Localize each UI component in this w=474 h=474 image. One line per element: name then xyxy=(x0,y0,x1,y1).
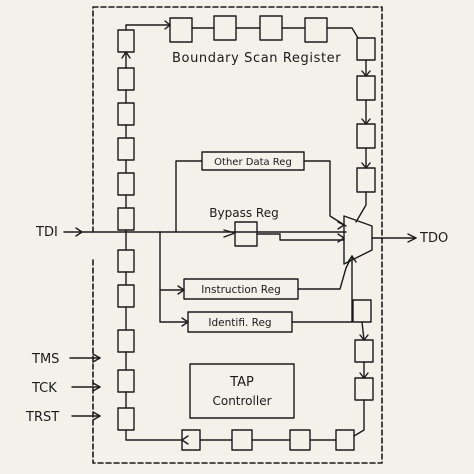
bs-cell-right-2 xyxy=(356,75,376,101)
tdo-arrow xyxy=(407,233,417,243)
instruction-reg-label: Instruction Reg xyxy=(201,284,280,296)
bs-cell-left-9 xyxy=(117,329,135,353)
bs-cell-top-3 xyxy=(259,15,283,41)
other-data-reg-label: Other Data Reg xyxy=(214,157,292,168)
bs-cell-right-1 xyxy=(356,37,376,61)
bs-cell-left-7 xyxy=(117,249,135,273)
bs-cell-right-6 xyxy=(354,339,374,363)
tck-label: TCK xyxy=(31,381,57,396)
bs-cell-left-10 xyxy=(117,369,135,393)
instruction-reg-wire xyxy=(297,259,351,290)
bs-cell-left-3 xyxy=(117,102,135,126)
tms-label: TMS xyxy=(31,352,59,367)
boundary-cells-top xyxy=(125,15,359,43)
tdi-branch-wires xyxy=(159,231,189,323)
boundary-cells-left xyxy=(117,29,135,431)
bypass-reg-box xyxy=(234,221,258,247)
identification-reg-label: Identifi. Reg xyxy=(208,317,271,329)
bs-cell-top-4 xyxy=(304,17,328,43)
bs-cell-top-1 xyxy=(169,17,193,43)
bs-cell-right-3 xyxy=(356,123,376,149)
bs-cell-bottom-1 xyxy=(181,429,201,451)
bypass-reg-wire xyxy=(256,233,345,241)
bypass-reg-label: Bypass Reg xyxy=(209,206,278,220)
tdi-arrow xyxy=(75,227,83,237)
tdo-label: TDO xyxy=(419,231,448,246)
boundary-cells-right-lower xyxy=(352,299,374,437)
bs-cell-left-2 xyxy=(117,67,135,91)
bs-cell-left-4 xyxy=(117,137,135,161)
tdi-label: TDI xyxy=(35,225,58,240)
bs-cell-right-7 xyxy=(354,377,374,401)
control-input-wires xyxy=(69,357,101,417)
bs-cell-top-2 xyxy=(213,15,237,41)
chip-outline xyxy=(92,6,383,464)
bs-cell-left-5 xyxy=(117,172,135,196)
tdo-mux xyxy=(343,215,373,265)
bs-cell-left-6 xyxy=(117,207,135,231)
bs-cell-right-5 xyxy=(352,299,372,323)
identification-reg-wire xyxy=(291,255,353,323)
bs-cell-left-1 xyxy=(117,29,135,53)
bs-cell-bottom-2 xyxy=(231,429,253,451)
bs-cell-bottom-4 xyxy=(335,429,355,451)
controller-label: Controller xyxy=(212,394,271,408)
trst-label: TRST xyxy=(25,410,59,425)
tap-controller-box xyxy=(189,363,295,419)
tap-label: TAP xyxy=(229,375,254,390)
bs-cell-left-11 xyxy=(117,407,135,431)
other-data-reg-wires xyxy=(175,160,347,233)
boundary-cells-bottom xyxy=(125,429,355,451)
bs-cell-bottom-3 xyxy=(289,429,311,451)
bs-cell-right-4 xyxy=(356,167,376,193)
boundary-scan-label: Boundary Scan Register xyxy=(172,51,341,66)
boundary-cells-right-upper xyxy=(355,37,376,223)
bs-cell-left-8 xyxy=(117,284,135,308)
